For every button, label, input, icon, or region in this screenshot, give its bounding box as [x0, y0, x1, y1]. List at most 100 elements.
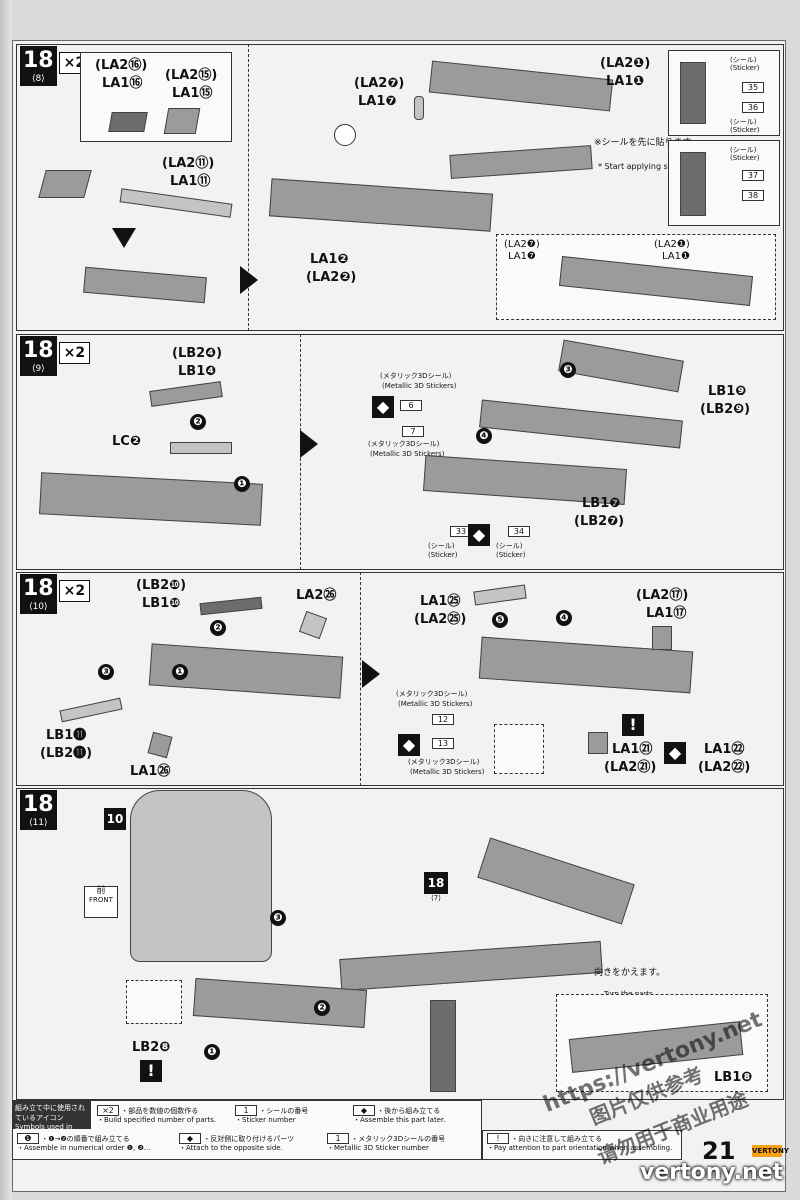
step-order-number: ❹ [476, 428, 492, 444]
part-label: (LA2⑯) [95, 58, 148, 73]
step-order-number: ❷ [190, 414, 206, 430]
front-en: FRONT [89, 896, 113, 904]
part-piece [108, 112, 148, 132]
step-order-number: ❷ [314, 1000, 330, 1016]
part-label: LA1⑯ [102, 76, 143, 91]
metallic-sticker-jp: (メタリック3Dシール) [396, 690, 468, 698]
sticker-word-jp: (シール) [730, 56, 757, 64]
metallic-sticker-en: (Metallic 3D Stickers) [410, 768, 485, 776]
metallic-sticker-en: (Metallic 3D Stickers) [398, 700, 473, 708]
multiplier-badge: ×2 [58, 580, 91, 602]
part-label: LB1❾ [708, 384, 747, 399]
part-label: (LA2❼) [504, 239, 540, 250]
circle-marker-icon [334, 124, 356, 146]
site-watermark: vertony.net [640, 1160, 784, 1185]
step-subnumber: ⟨8⟩ [20, 74, 57, 86]
front-jp: 前 [96, 886, 106, 896]
opposite-side-icon: ◆ [398, 734, 420, 756]
part-label: LA1❼ [508, 251, 536, 262]
robot-figure [130, 790, 272, 962]
step-number: 18 [20, 336, 57, 364]
sub-assembly-sub: ⟨7⟩ [431, 894, 441, 902]
part-cap [588, 732, 608, 754]
part-label: (LA2❼) [354, 76, 405, 91]
support-arm [430, 1000, 456, 1092]
part-label: (LA2❶) [654, 239, 690, 250]
next-arrow-icon [240, 266, 258, 294]
step-order-number: ❶ [234, 476, 250, 492]
metallic-sticker-en: (Metallic 3D Stickers) [382, 382, 457, 390]
orientation-inset [494, 724, 544, 774]
part-label: LB1❹ [178, 364, 217, 379]
part-label: LA1⑰ [646, 606, 687, 621]
part-label: (LA2❶) [600, 56, 651, 71]
step-order-number: ❸ [98, 664, 114, 680]
part-label: (LB2❾) [700, 402, 751, 417]
part-label: LA1❷ [310, 252, 349, 267]
sticker-number: 38 [742, 190, 764, 201]
step-panel-4 [16, 788, 784, 1100]
step-number: 18 [20, 46, 57, 74]
part-label: (LB2❼) [574, 514, 625, 529]
opposite-side-icon: ◆ [664, 742, 686, 764]
front-indicator: 前 FRONT [84, 886, 118, 918]
attention-icon: ! [140, 1060, 162, 1082]
part-label: (LA2⑰) [636, 588, 689, 603]
sticker-word-jp: (シール) [496, 542, 523, 550]
step-panel-1 [16, 44, 784, 331]
step-subnumber: ⟨10⟩ [20, 602, 57, 614]
assembly-callout: 10 [104, 808, 126, 830]
part-label: LA1㉖ [130, 764, 171, 779]
legend-item: ❶ ・❶→❷の順番で組み立てる・Assemble in numerical or… [17, 1133, 151, 1152]
sticker-number: 36 [742, 102, 764, 113]
divider-3 [360, 572, 361, 786]
legend-item: ×2 ・部品を数値の個数作る・Build specified number of… [97, 1105, 217, 1124]
part-with-sticker [680, 62, 706, 124]
sticker-number: 7 [402, 426, 424, 437]
step-order-number: ❸ [560, 362, 576, 378]
icon-legend: 組み立て中に使用されているアイコン Symbols used in instru… [12, 1100, 482, 1160]
divider-1 [248, 44, 249, 331]
part-label: LB1❿ [142, 596, 181, 611]
part-label: LA1⑮ [172, 86, 213, 101]
sticker-number: 13 [432, 738, 454, 749]
sticker-number: 6 [400, 400, 422, 411]
step-header-2: 18 ⟨9⟩ ×2 [20, 336, 91, 376]
binding-edge [0, 0, 12, 1200]
opposite-side-icon: ◆ [372, 396, 394, 418]
part-label: (LA2❷) [306, 270, 357, 285]
part-piece [163, 108, 201, 134]
sticker-number: 12 [432, 714, 454, 725]
sticker-word-jp: (シール) [730, 118, 757, 126]
part-piece [38, 170, 92, 198]
metallic-sticker-jp: (メタリック3Dシール) [368, 440, 440, 448]
part-cap [652, 626, 672, 650]
step-panel-3 [16, 572, 784, 786]
sticker-word-en: (Sticker) [730, 126, 760, 134]
sticker-word-en: (Sticker) [428, 551, 458, 559]
step-header-3: 18 ⟨10⟩ ×2 [20, 574, 91, 614]
legend-title: 組み立て中に使用されているアイコン Symbols used in instru… [13, 1101, 91, 1139]
sticker-word-en: (Sticker) [496, 551, 526, 559]
step-number: 18 [20, 790, 57, 818]
part-label: LA1㉒ [704, 742, 745, 757]
part-label: LA1❼ [358, 94, 397, 109]
part-pin [414, 96, 424, 120]
sticker-word-jp: (シール) [730, 146, 757, 154]
part-label: LA1㉕ [420, 594, 461, 609]
part-with-sticker [680, 152, 706, 216]
sticker-number: 37 [742, 170, 764, 181]
vertony-badge: VERTONY [752, 1145, 789, 1157]
part-label: (LA2㉕) [414, 612, 467, 627]
part-label: LB1❼ [582, 496, 621, 511]
part-label: (LB2❿) [136, 578, 187, 593]
sticker-number: 34 [508, 526, 530, 537]
next-arrow-icon [300, 430, 318, 458]
step-subnumber: ⟨9⟩ [20, 364, 57, 376]
sticker-word-en: (Sticker) [730, 154, 760, 162]
part-label: LC❷ [112, 434, 141, 449]
step-order-number: ❹ [556, 610, 572, 626]
step-order-number: ❷ [210, 620, 226, 636]
sub-callout-box [80, 52, 232, 142]
sub-assembly-callout: 18 ⟨7⟩ [424, 872, 448, 903]
